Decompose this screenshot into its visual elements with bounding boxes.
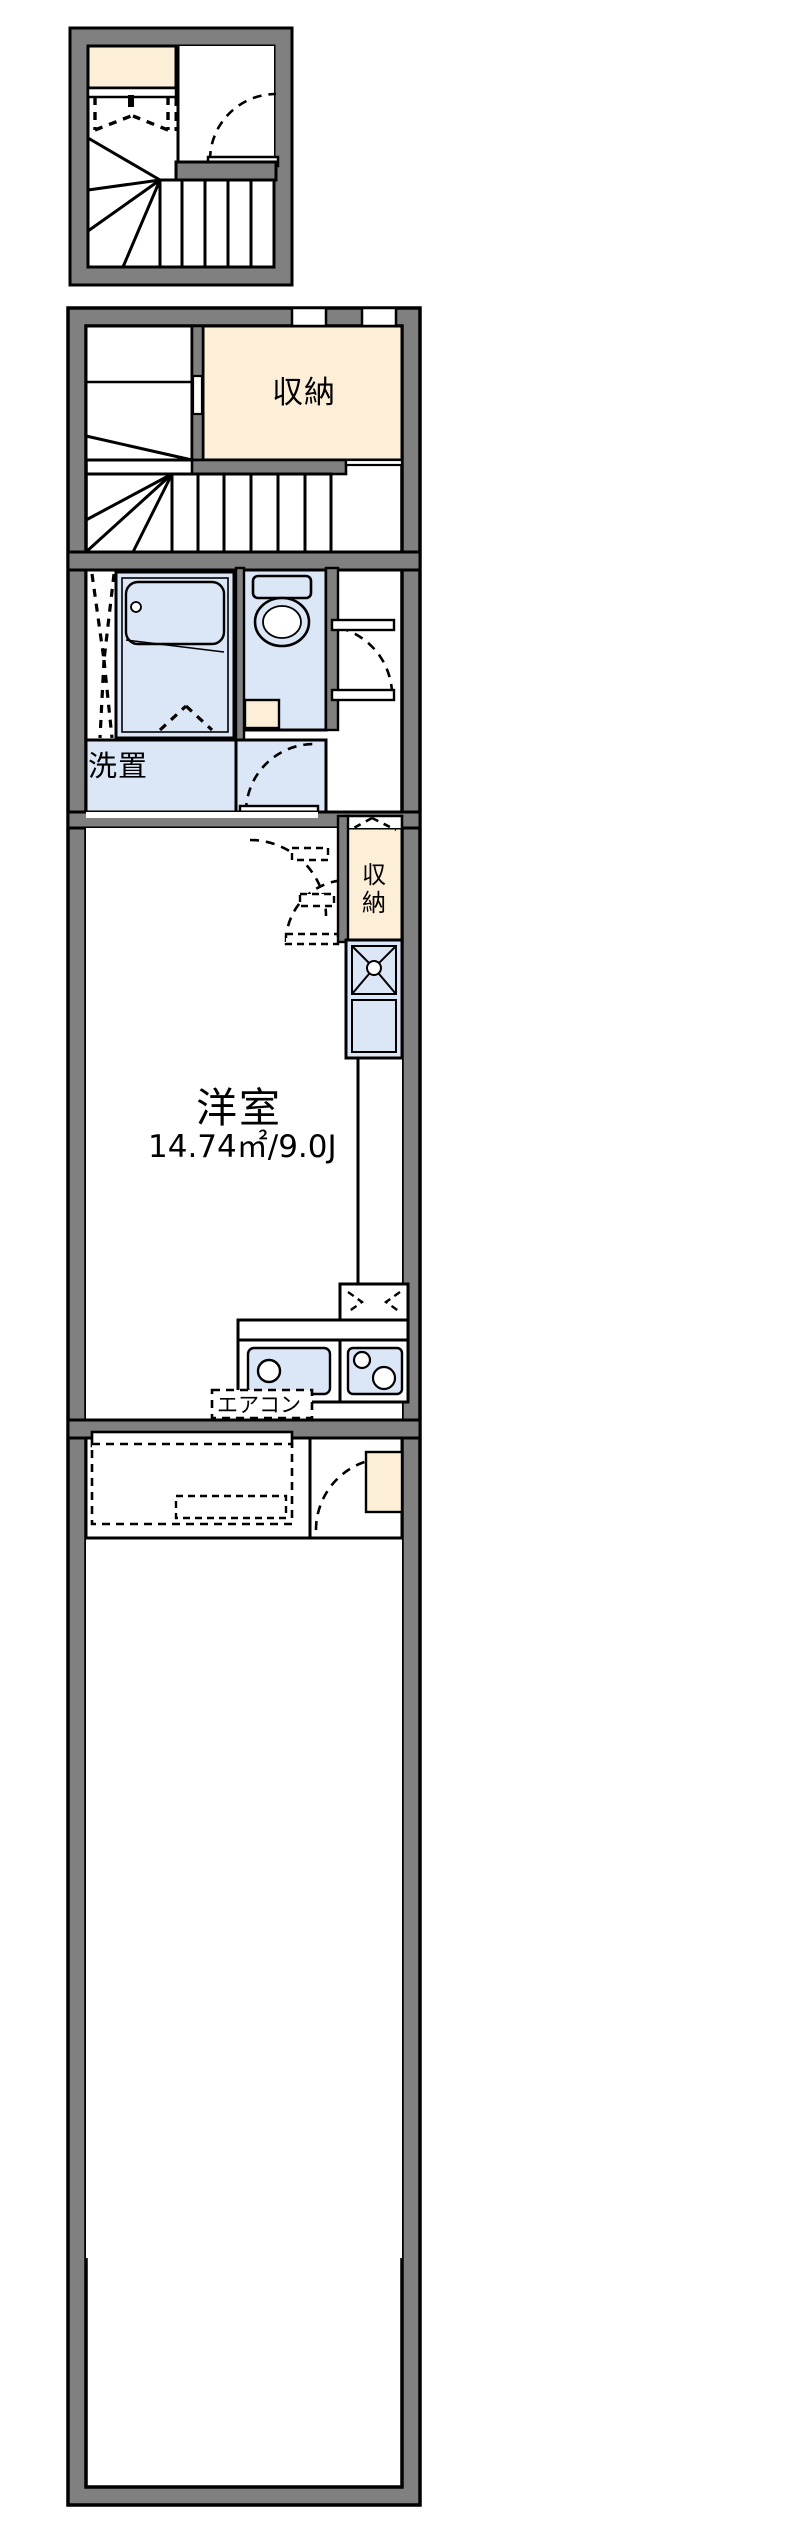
- closet-mid-right-label-2: 納: [362, 889, 386, 917]
- upper-folding-door-left: [93, 97, 132, 132]
- vanity-unit: [344, 938, 404, 1060]
- room-entry-door: [249, 838, 349, 946]
- aircon-marker: [210, 1388, 314, 1420]
- aircon-label: エアコン: [217, 1393, 301, 1417]
- wetzone-bottom-wall: [66, 810, 422, 830]
- closet-divider-wall: [190, 324, 205, 462]
- stove-icon: [346, 1346, 404, 1396]
- bathroom-folding-door: [90, 573, 116, 739]
- bathtub-icon: [124, 580, 226, 653]
- upper-stairs: [158, 178, 276, 269]
- upper-right-extension: [176, 46, 274, 164]
- bathroom: [84, 568, 238, 742]
- main-stair-winders: [84, 472, 174, 554]
- bathroom-door-swing: [158, 704, 214, 732]
- upper-folding-door-right: [132, 97, 170, 132]
- toilet-icon: [251, 574, 313, 648]
- upper-storage-strip: [86, 44, 178, 90]
- stair-hall: [84, 324, 194, 462]
- room-area-label: 14.74㎡/9.0J: [148, 1129, 337, 1165]
- washer-area: [84, 738, 328, 814]
- main-room-area: [86, 828, 402, 2258]
- room-name-label: 洋室: [196, 1084, 282, 1132]
- upper-stair-winders: [87, 136, 162, 268]
- closet-door-dashes: [349, 816, 397, 832]
- washer-label: 洗置: [88, 749, 149, 783]
- upper-wall-openings: [290, 306, 398, 328]
- closet-mid-right-label-1: 収: [362, 861, 386, 889]
- kitchen-cabinet-dashes: [347, 1291, 401, 1313]
- upper-detail-plan: [68, 26, 294, 287]
- main-floor-plan: [66, 306, 422, 2507]
- balcony-zone: [66, 1418, 422, 1540]
- main-stairs: [170, 472, 333, 554]
- kitchen-sink-icon: [246, 1346, 332, 1396]
- closet-left-wall: [336, 814, 350, 944]
- toilet-door: [330, 618, 396, 702]
- toilet-room: [241, 568, 328, 732]
- sink-icon: [351, 945, 397, 995]
- closet-upper-label: 収納: [272, 375, 336, 411]
- upper-mid-wall: [174, 160, 278, 182]
- upper-door-pivot: [128, 95, 134, 107]
